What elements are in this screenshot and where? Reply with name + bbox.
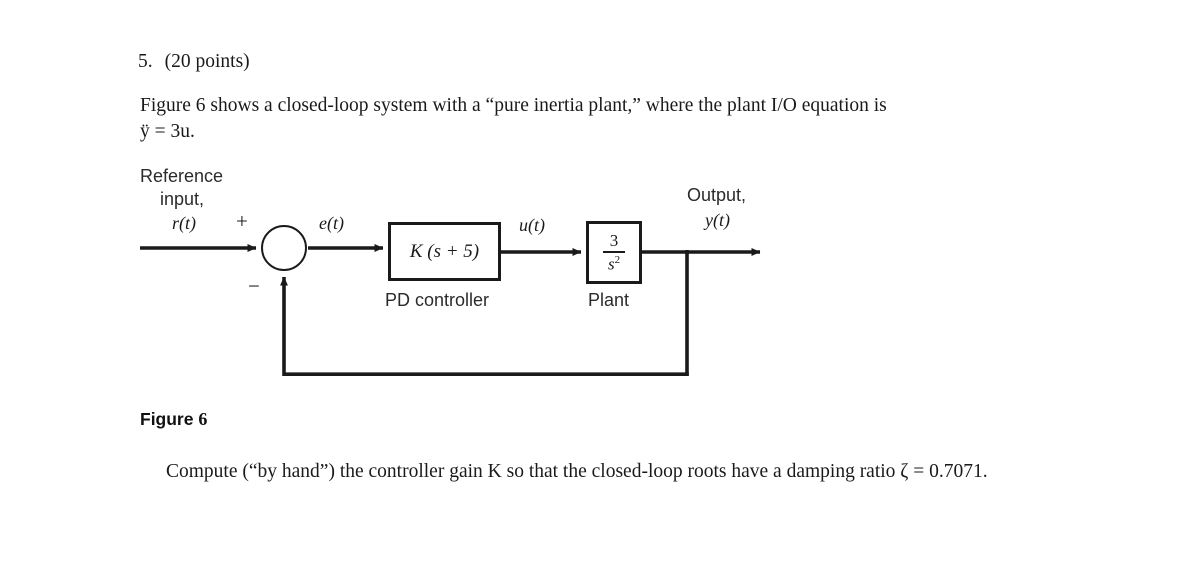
error-signal-label: e(t) bbox=[319, 213, 344, 233]
plant-block: 3 s2 bbox=[586, 221, 642, 284]
problem-number: 5. bbox=[138, 51, 153, 72]
reference-signal-label: r(t) bbox=[172, 213, 196, 233]
plus-sign-label: + bbox=[236, 209, 248, 233]
plant-transfer-function: 3 s2 bbox=[603, 230, 625, 274]
summing-junction bbox=[261, 225, 307, 271]
plant-numerator: 3 bbox=[609, 230, 619, 250]
figure-caption-label: Figure bbox=[140, 409, 194, 429]
pd-controller-caption: PD controller bbox=[385, 290, 490, 310]
pd-controller-block: K (s + 5) bbox=[388, 222, 501, 281]
problem-intro: Figure 6 shows a closed-loop system with… bbox=[140, 93, 1050, 145]
figure-caption-number: 6 bbox=[198, 409, 208, 429]
control-signal-label: u(t) bbox=[519, 215, 545, 235]
pd-transfer-function: K (s + 5) bbox=[409, 240, 480, 262]
figure-caption: Figure 6 bbox=[140, 409, 207, 430]
problem-question: Compute (“by hand”) the controller gain … bbox=[166, 461, 988, 482]
plant-io-equation: ÿ = 3u. bbox=[140, 121, 195, 142]
plant-denominator-base: s bbox=[607, 254, 615, 274]
problem-points: (20 points) bbox=[164, 51, 250, 72]
plant-caption: Plant bbox=[588, 290, 630, 310]
minus-sign-label: − bbox=[248, 274, 260, 298]
fraction-bar bbox=[603, 251, 625, 253]
problem-heading: 5. (20 points) bbox=[138, 50, 250, 74]
intro-sentence: Figure 6 shows a closed-loop system with… bbox=[140, 95, 887, 116]
plant-denominator-exponent: 2 bbox=[614, 253, 621, 266]
plant-denominator: s2 bbox=[605, 254, 623, 274]
output-signal-label: y(t) bbox=[705, 210, 730, 230]
output-label-line1: Output, bbox=[687, 185, 747, 205]
reference-input-label-line2: input, bbox=[160, 189, 205, 209]
reference-input-label-line1: Reference bbox=[140, 166, 224, 186]
